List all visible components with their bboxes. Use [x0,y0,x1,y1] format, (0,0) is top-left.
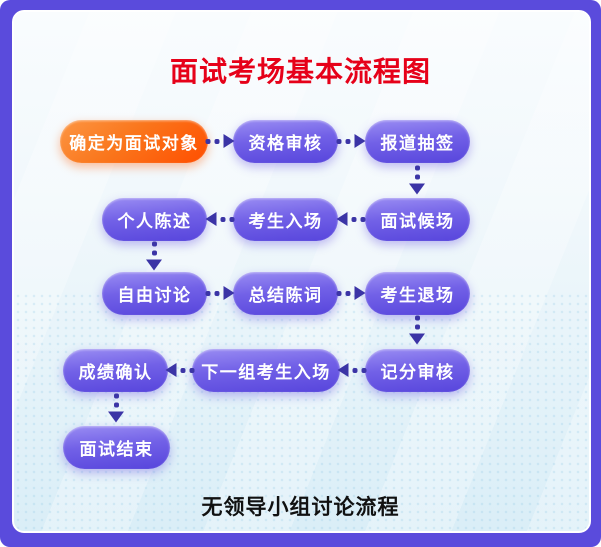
dotted-arrow-down-icon [409,165,425,195]
dotted-arrow-left-icon [337,363,367,377]
flow-node-candidate-entry: 考生入场 [233,198,338,241]
arrow-dot [220,216,226,222]
arrow-dot [352,367,358,373]
arrow-dot [205,290,211,296]
flow-node-interview-waiting: 面试候场 [365,198,470,241]
arrow-head [354,286,366,300]
dotted-arrow-right-icon [336,134,366,148]
dotted-arrow-down-icon [146,241,162,271]
flow-node-label: 报道抽签 [380,134,455,153]
flow-node-label: 资格审核 [248,134,323,153]
arrow-head [354,134,366,148]
flow-node-score-confirmation: 成绩确认 [63,349,168,392]
arrow-head [165,363,177,377]
flow-node-label: 考生退场 [380,286,455,305]
arrow-dot [345,290,351,296]
arrow-dot [229,216,235,222]
arrow-dot [151,241,157,247]
flow-node-label: 总结陈词 [248,286,323,305]
flow-node-next-group-entry: 下一组考生入场 [192,349,340,392]
flow-node-interview-end: 面试结束 [63,426,170,469]
arrow-dot [113,393,119,399]
arrow-dot [414,174,420,180]
arrow-dot [180,367,186,373]
arrow-dot [214,290,220,296]
arrow-head [108,411,124,423]
flow-node-label: 考生入场 [248,212,323,231]
arrow-head [146,259,162,271]
arrow-dot [336,290,342,296]
dotted-arrow-left-icon [165,363,195,377]
dotted-arrow-left-icon [205,212,235,226]
arrow-dot [361,367,367,373]
arrow-head [336,212,348,226]
arrow-dot [151,250,157,256]
flow-node-label: 确定为面试对象 [69,134,199,153]
flow-node-label: 面试候场 [380,212,455,231]
flow-node-label: 面试结束 [79,440,154,459]
arrow-dot [414,315,420,321]
arrow-dot [360,216,366,222]
flow-node-qualification-review: 资格审核 [233,120,338,163]
dotted-arrow-right-icon [205,286,235,300]
flow-node-label: 下一组考生入场 [201,363,331,382]
flow-node-label: 个人陈述 [117,212,192,231]
arrow-dot [205,138,211,144]
page-caption: 无领导小组讨论流程 [201,496,400,519]
flow-node-candidate-exit: 考生退场 [365,272,470,315]
arrow-dot [414,165,420,171]
dotted-arrow-left-icon [336,212,366,226]
flow-node-closing-statement: 总结陈词 [233,272,338,315]
arrow-head [337,363,349,377]
flow-node-label: 自由讨论 [117,286,192,305]
dotted-arrow-right-icon [205,134,235,148]
arrow-dot [189,367,195,373]
arrow-head [223,286,235,300]
arrow-head [409,333,425,345]
flow-node-personal-statement: 个人陈述 [102,198,207,241]
arrow-dot [351,216,357,222]
dotted-arrow-down-icon [108,393,124,423]
arrow-dot [345,138,351,144]
arrow-head [409,183,425,195]
arrow-dot [214,138,220,144]
dotted-arrow-right-icon [336,286,366,300]
flow-node-label: 记分审核 [380,363,455,382]
flow-node-free-discussion: 自由讨论 [102,272,207,315]
dotted-arrow-down-icon [409,315,425,345]
arrow-head [223,134,235,148]
flow-node-label: 成绩确认 [78,363,153,382]
flow-node-score-review: 记分审核 [365,349,470,392]
arrow-dot [414,324,420,330]
flow-node-confirmed-as-interviewee: 确定为面试对象 [60,120,208,163]
arrow-head [205,212,217,226]
arrow-dot [336,138,342,144]
page-title: 面试考场基本流程图 [169,56,431,87]
flow-node-report-draw-lots: 报道抽签 [365,120,470,163]
arrow-dot [113,402,119,408]
